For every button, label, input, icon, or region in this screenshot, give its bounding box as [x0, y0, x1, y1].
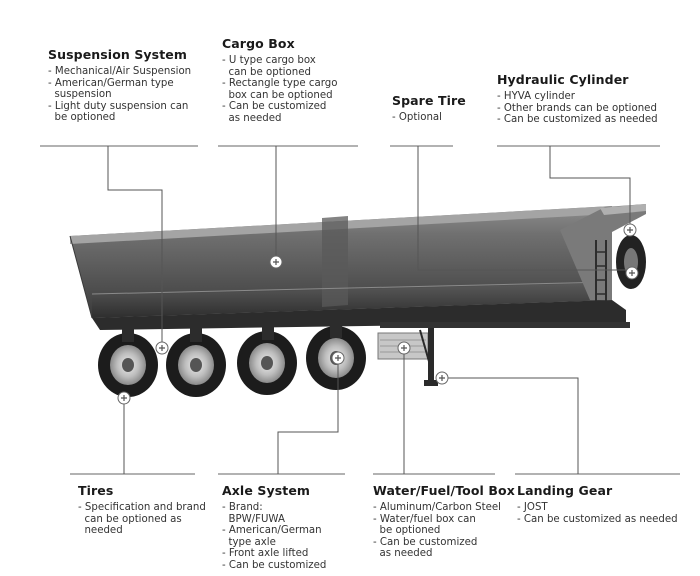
callout-items: - Mechanical/Air Suspension - American/G…	[48, 66, 191, 124]
callout-markers	[117, 223, 639, 405]
wheel	[166, 333, 226, 397]
callout-items: - JOST - Can be customized as needed	[517, 502, 678, 525]
callout-item: can be optioned	[222, 66, 311, 78]
callout-item: be optioned	[48, 112, 116, 124]
plus-marker-icon	[435, 371, 449, 385]
wheel	[237, 331, 297, 395]
plus-marker-icon	[623, 223, 637, 237]
front-bulkhead	[560, 204, 646, 302]
callout-item: - Rectangle type cargo	[222, 78, 338, 90]
callout-item: be optioned	[373, 525, 441, 537]
callout-item: - Can be customized	[373, 536, 478, 548]
wheel	[98, 333, 158, 397]
callout-title: Tires	[78, 483, 114, 498]
callout-item: - Specification and brand	[78, 502, 206, 513]
callout-item: needed	[78, 525, 123, 537]
callout-item: BPW/FUWA	[222, 513, 285, 525]
callout-items: - HYVA cylinder - Other brands can be op…	[497, 91, 658, 126]
callout-title: Landing Gear	[517, 483, 613, 498]
callout-item: - Mechanical/Air Suspension	[48, 66, 192, 77]
spare-tire	[616, 235, 646, 289]
callout-item: - HYVA cylinder	[497, 91, 575, 102]
callout-title: Suspension System	[48, 47, 187, 62]
callout-item: - American/German type	[48, 77, 174, 89]
callout-item: - Can be customized as needed	[517, 513, 678, 525]
plus-marker-icon	[331, 351, 345, 365]
cargo-box-body	[69, 206, 613, 319]
callout-title: Hydraulic Cylinder	[497, 72, 629, 87]
callout-items: - Optional	[392, 112, 466, 124]
callout-item: as needed	[373, 548, 433, 560]
callout-item: can be optioned as	[78, 513, 182, 525]
callout-item: - Optional	[392, 112, 442, 123]
callout-axle-system: Axle System - Brand: BPW/FUWA - American…	[222, 483, 326, 572]
wheels	[98, 326, 366, 397]
plus-marker-icon	[397, 341, 411, 355]
landing-gear	[419, 328, 438, 386]
callout-items: - Aluminum/Carbon Steel - Water/fuel box…	[373, 502, 515, 560]
callout-item: box can be optioned	[222, 89, 333, 101]
callout-items: - Specification and brand can be optione…	[78, 502, 206, 537]
leader-lines	[107, 146, 632, 474]
callout-tires: Tires - Specification and brand can be o…	[78, 483, 206, 537]
plus-marker-icon	[117, 391, 131, 405]
callout-title: Cargo Box	[222, 36, 295, 51]
callout-item: - Light duty suspension can	[48, 100, 189, 112]
callout-item: - JOST	[517, 502, 548, 513]
chassis-frame	[92, 300, 630, 330]
callout-title: Spare Tire	[392, 93, 466, 108]
plus-marker-icon	[625, 266, 639, 280]
callout-item: as needed	[222, 112, 282, 124]
callout-item: - Can be customized as needed	[497, 114, 658, 126]
plus-marker-icon	[269, 255, 283, 269]
callout-tool-box: Water/Fuel/Tool Box - Aluminum/Carbon St…	[373, 483, 515, 560]
callout-item: - Water/fuel box can	[373, 513, 476, 525]
callout-hydraulic-cylinder: Hydraulic Cylinder - HYVA cylinder - Oth…	[497, 72, 658, 126]
callout-item: - Front axle lifted	[222, 548, 309, 560]
callout-item: - U type cargo box	[222, 55, 316, 66]
suspension-brackets	[122, 320, 342, 342]
callout-item: - Aluminum/Carbon Steel	[373, 502, 501, 513]
callout-item: - Can be customized	[222, 101, 327, 113]
callout-items: - U type cargo box can be optioned - Rec…	[222, 55, 337, 125]
callout-item: - Can be customized	[222, 559, 327, 571]
callout-spare-tire: Spare Tire - Optional	[392, 93, 466, 124]
callout-cargo-box: Cargo Box - U type cargo box can be opti…	[222, 36, 337, 125]
callout-title: Axle System	[222, 483, 311, 498]
callout-items: - Brand: BPW/FUWA - American/German type…	[222, 502, 326, 572]
callout-landing-gear: Landing Gear - JOST - Can be customized …	[517, 483, 678, 525]
callout-title: Water/Fuel/Tool Box	[373, 483, 515, 498]
callout-suspension-system: Suspension System - Mechanical/Air Suspe…	[48, 47, 191, 124]
callout-item: type axle	[222, 536, 276, 548]
callout-item: - Other brands can be optioned	[497, 102, 657, 114]
callout-item: suspension	[48, 89, 112, 101]
plus-marker-icon	[155, 341, 169, 355]
callout-item: - American/German	[222, 525, 322, 537]
callout-item: - Brand:	[222, 502, 263, 513]
